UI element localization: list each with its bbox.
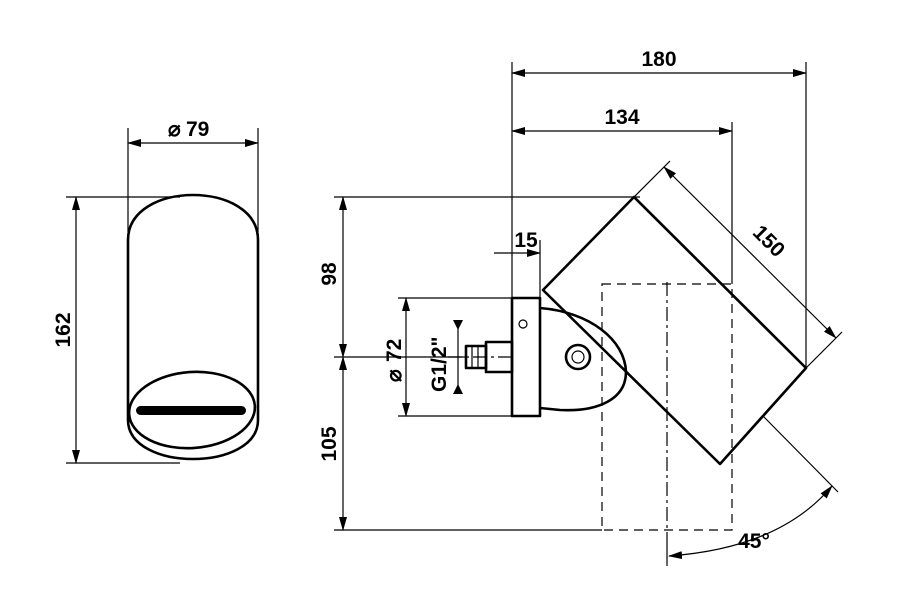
front-view: ⌀ 79 162: [52, 118, 260, 464]
mount-diameter-symbol: ⌀: [383, 369, 406, 382]
overall-projection-label: 180: [641, 48, 676, 71]
mount-diameter-label: 72: [383, 339, 406, 362]
wall-flange: [510, 296, 542, 418]
flange-screw: [518, 319, 528, 329]
flange-thickness-label: 15: [514, 229, 538, 252]
partial-projection-label: 134: [604, 106, 639, 129]
pivot-inner: [571, 350, 585, 364]
tilt-angle-arc: [668, 485, 833, 560]
front-slot: [136, 406, 246, 415]
lower-height-label: 105: [318, 426, 341, 461]
pivot-outer: [564, 343, 592, 371]
front-diameter-label: 79: [186, 118, 209, 141]
front-cylinder-body: [126, 193, 260, 461]
head-length-label: 150: [748, 221, 789, 262]
tilt-angle-label: 45°: [738, 530, 770, 553]
front-diameter-symbol: ⌀: [168, 118, 181, 141]
side-view: G1/2" ⌀ 72 98 105 180 134 15 150: [318, 48, 843, 566]
head-length-dim-line: [663, 166, 837, 339]
front-height-label: 162: [52, 312, 75, 347]
tilt-axis-line: [762, 415, 839, 493]
thread-label: G1/2": [428, 337, 451, 392]
upper-height-label: 98: [318, 262, 341, 286]
front-bottom-face: [127, 370, 257, 450]
